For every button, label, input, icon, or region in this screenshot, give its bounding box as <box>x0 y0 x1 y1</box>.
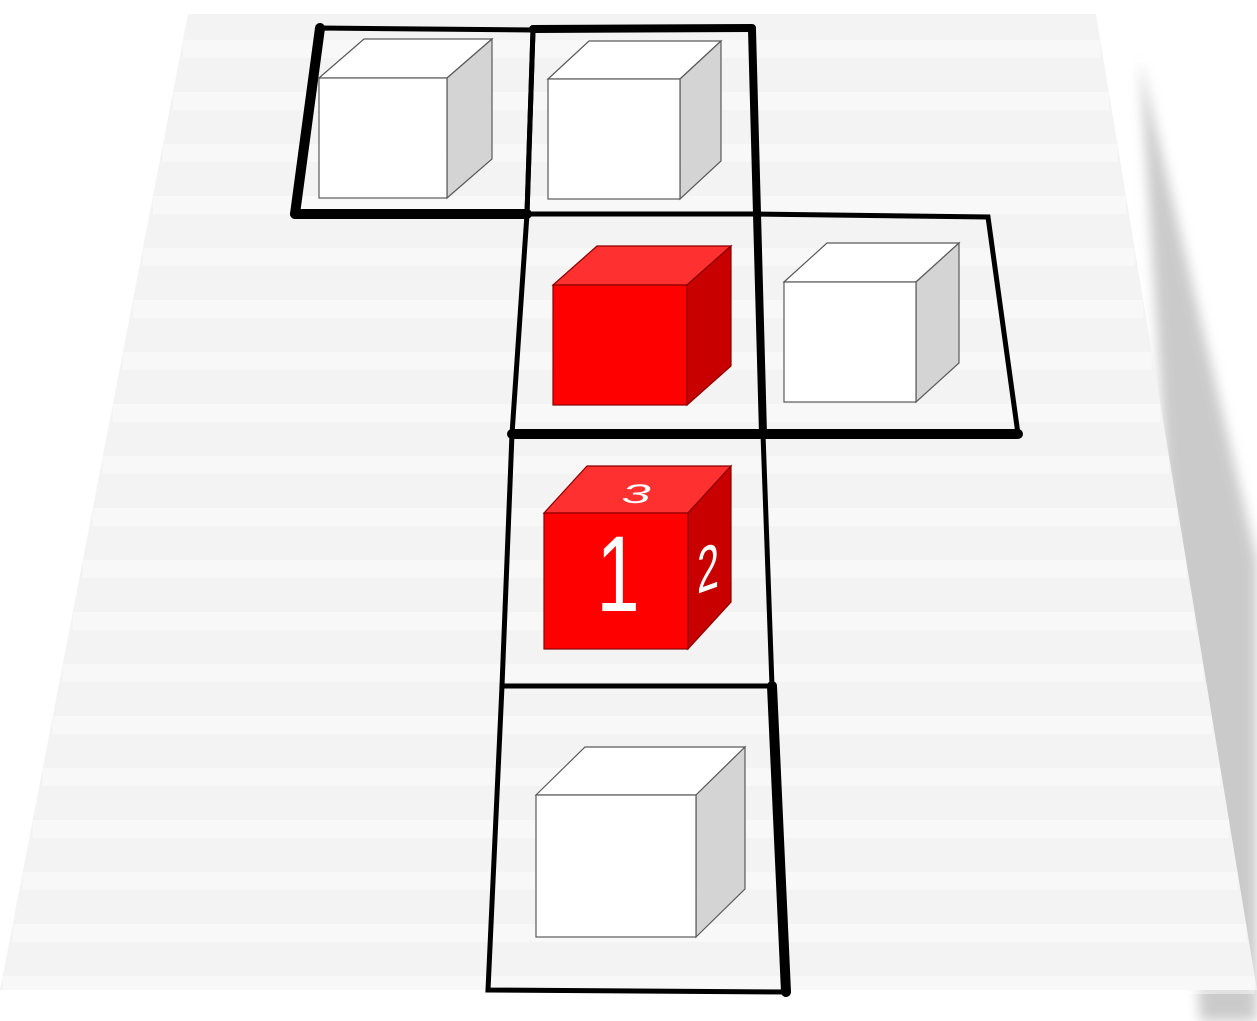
thick-edge <box>533 28 752 29</box>
cube-front-face <box>553 285 687 405</box>
cube-front-face <box>784 282 916 402</box>
cube-top-number: 3 <box>621 478 650 509</box>
white-cube[interactable] <box>536 747 745 937</box>
floor-stripe <box>53 716 1212 734</box>
white-cube[interactable] <box>548 41 721 199</box>
red-cube[interactable] <box>553 246 731 405</box>
white-cube[interactable] <box>784 243 959 402</box>
cube-front-face <box>319 78 447 198</box>
cube-side-number: 2 <box>697 529 719 608</box>
cube-front-face <box>536 795 696 937</box>
floor-stripe <box>63 664 1203 682</box>
floor-stripe <box>113 404 1160 422</box>
cube-front-number: 1 <box>596 513 639 634</box>
cube-front-face <box>548 79 680 199</box>
white-cube[interactable] <box>319 39 492 198</box>
